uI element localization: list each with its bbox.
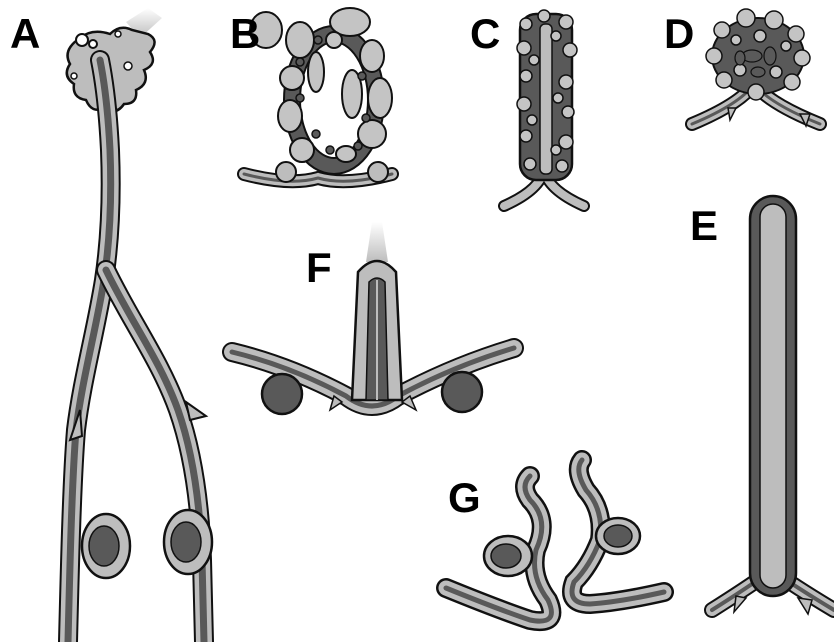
panel-c <box>504 10 584 206</box>
panel-a-vesicle <box>76 34 88 46</box>
panel-a-swelling-left-core <box>89 526 119 566</box>
panel-a-vesicle <box>71 73 77 79</box>
panel-label-d: D <box>664 10 694 57</box>
panel-label-g: G <box>448 474 481 521</box>
panel-b-base-bulb <box>276 162 296 182</box>
panel-d-base-notch <box>728 108 736 120</box>
panel-f-fading-tip <box>366 222 388 262</box>
panel-g-right-bulb-core <box>604 525 632 547</box>
panel-a-spur <box>186 402 206 420</box>
panel-f <box>232 222 514 414</box>
panel-b <box>244 8 392 182</box>
panel-a-vesicle <box>115 31 121 37</box>
panel-label-b: B <box>230 10 260 57</box>
panel-c-column-core <box>540 24 552 174</box>
panel-e-notch <box>734 596 746 612</box>
panel-b-base-bulb <box>368 162 388 182</box>
panel-a <box>67 8 212 642</box>
panel-a-vesicle <box>124 62 132 70</box>
panel-d <box>692 9 820 126</box>
panel-f-bulb-left <box>262 374 302 414</box>
panel-e-stalk-inner <box>760 204 786 588</box>
panel-label-e: E <box>690 202 718 249</box>
panel-f-bulb-right <box>442 372 482 412</box>
panel-g-left-bulb-core <box>491 544 521 568</box>
panel-e-notch <box>798 598 812 614</box>
panel-a-branch-core <box>106 270 204 642</box>
panel-e <box>712 196 834 614</box>
panel-label-f: F <box>306 244 332 291</box>
panel-a-vesicle <box>89 40 97 48</box>
panel-label-a: A <box>10 10 40 57</box>
panel-label-c: C <box>470 10 500 57</box>
panel-a-swelling-right-core <box>171 522 201 562</box>
